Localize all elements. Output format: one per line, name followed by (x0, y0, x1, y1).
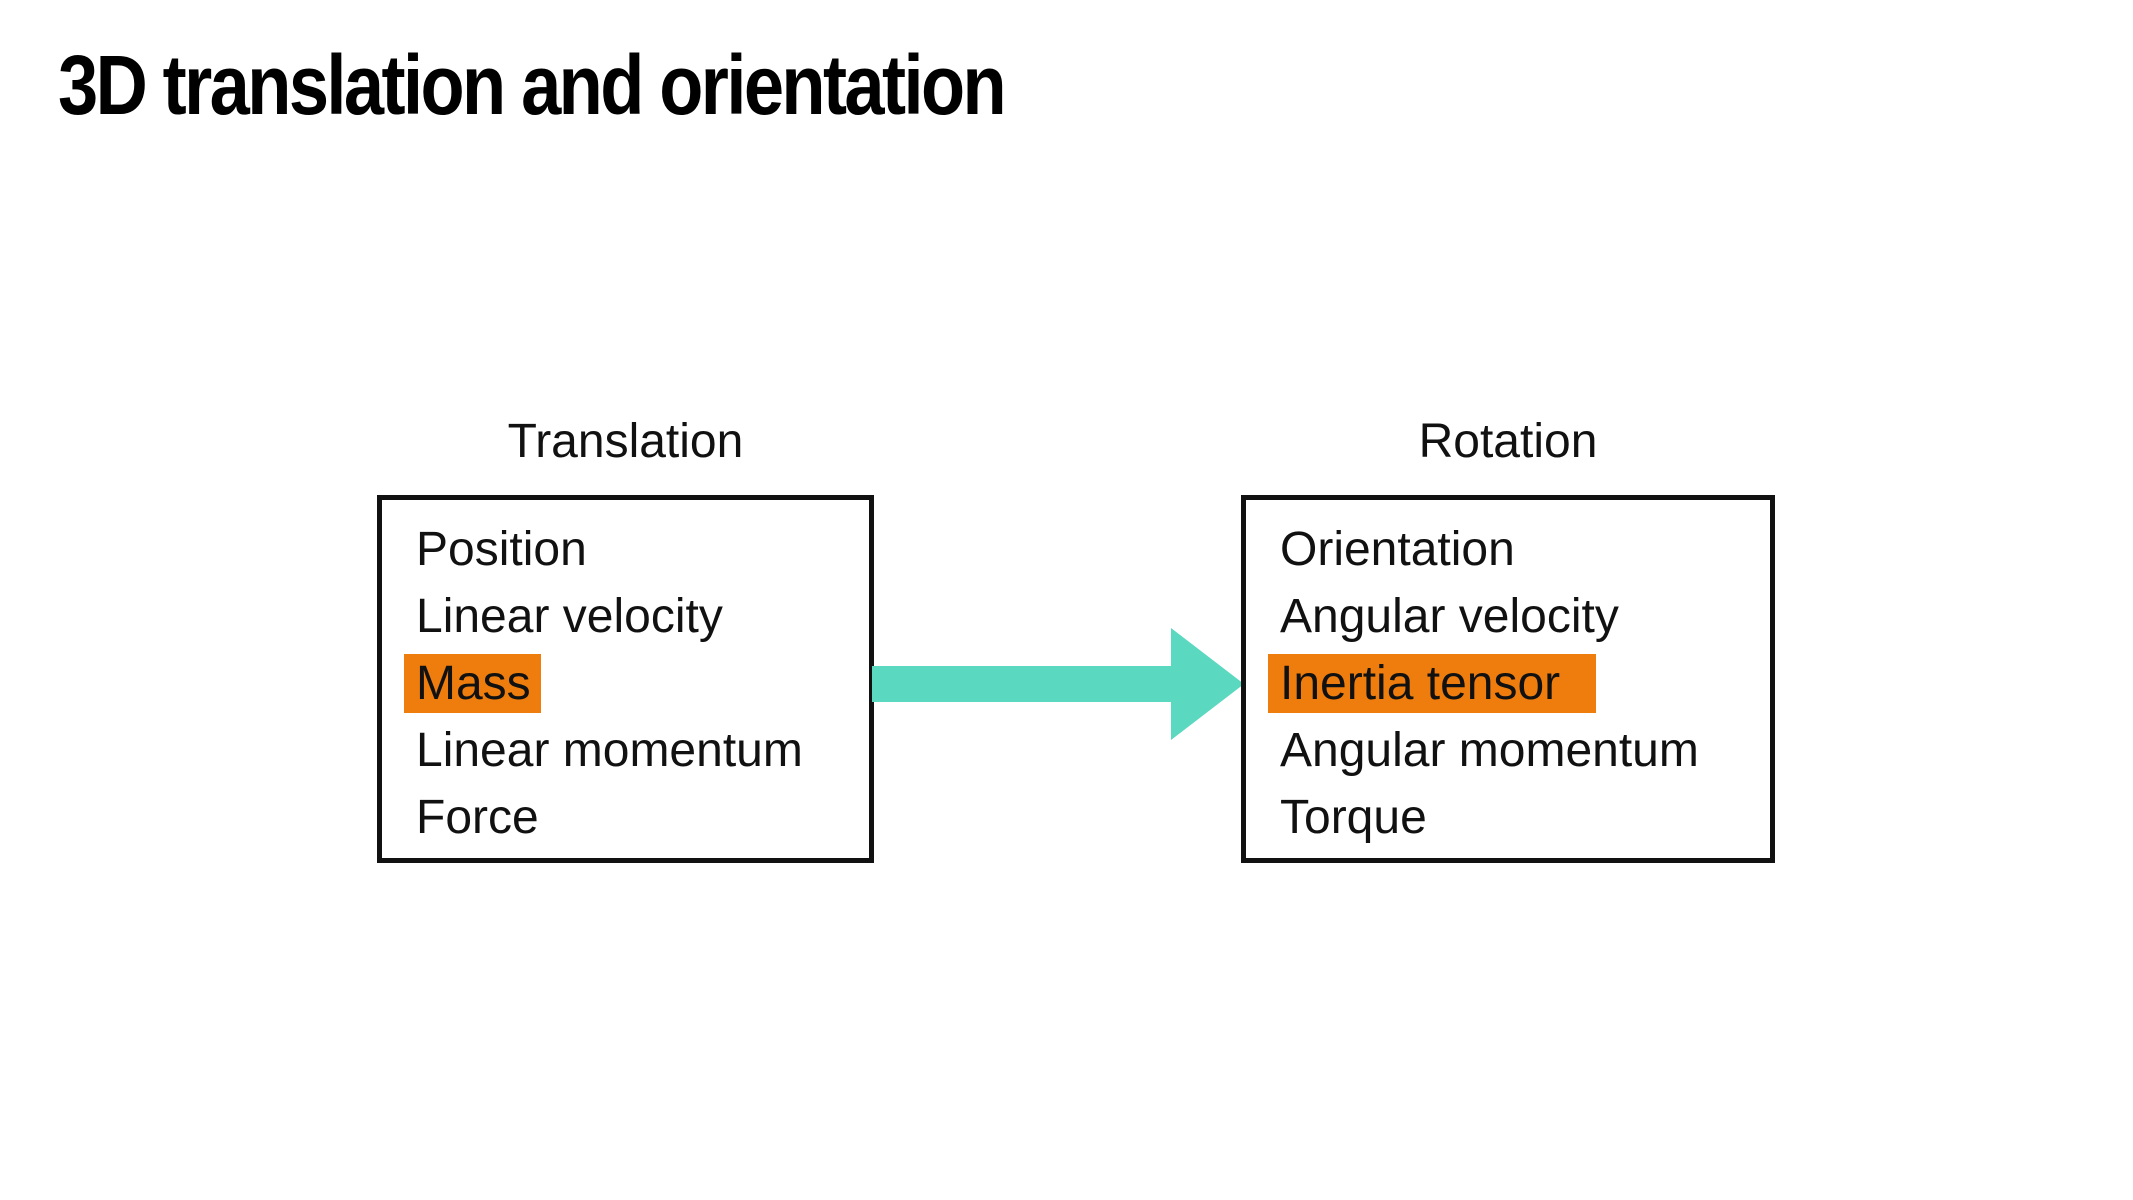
rotation-item-orientation: Orientation (1246, 516, 1770, 583)
translation-heading: Translation (507, 415, 744, 468)
rotation-item-label: Inertia tensor (1280, 657, 1561, 710)
translation-item-label: Linear velocity (416, 590, 723, 643)
rotation-box: Orientation Angular velocity Inertia ten… (1241, 495, 1775, 863)
rotation-item-label: Angular velocity (1280, 590, 1619, 643)
translation-item-force: Force (382, 784, 869, 851)
arrow-shape (872, 628, 1244, 740)
translation-item-label: Mass (416, 657, 531, 710)
right-arrow-icon (872, 628, 1244, 740)
rotation-item-label: Orientation (1280, 523, 1515, 576)
slide-title: 3D translation and orientation (58, 38, 1007, 132)
translation-item-position: Position (382, 516, 869, 583)
rotation-heading: Rotation (1418, 415, 1598, 468)
translation-item-linear-velocity: Linear velocity (382, 583, 869, 650)
translation-item-label: Linear momentum (416, 724, 803, 777)
translation-list: Position Linear velocity Mass Linear mom… (382, 500, 869, 851)
translation-item-mass: Mass (382, 650, 869, 717)
translation-box: Position Linear velocity Mass Linear mom… (377, 495, 874, 863)
rotation-item-inertia-tensor: Inertia tensor (1246, 650, 1770, 717)
rotation-list: Orientation Angular velocity Inertia ten… (1246, 500, 1770, 851)
rotation-item-label: Torque (1280, 791, 1427, 844)
translation-item-linear-momentum: Linear momentum (382, 717, 869, 784)
translation-item-label: Force (416, 791, 539, 844)
mass-highlight (404, 654, 541, 713)
translation-item-label: Position (416, 523, 587, 576)
rotation-item-torque: Torque (1246, 784, 1770, 851)
rotation-item-angular-velocity: Angular velocity (1246, 583, 1770, 650)
rotation-item-angular-momentum: Angular momentum (1246, 717, 1770, 784)
inertia-tensor-highlight (1268, 654, 1596, 713)
rotation-item-label: Angular momentum (1280, 724, 1699, 777)
